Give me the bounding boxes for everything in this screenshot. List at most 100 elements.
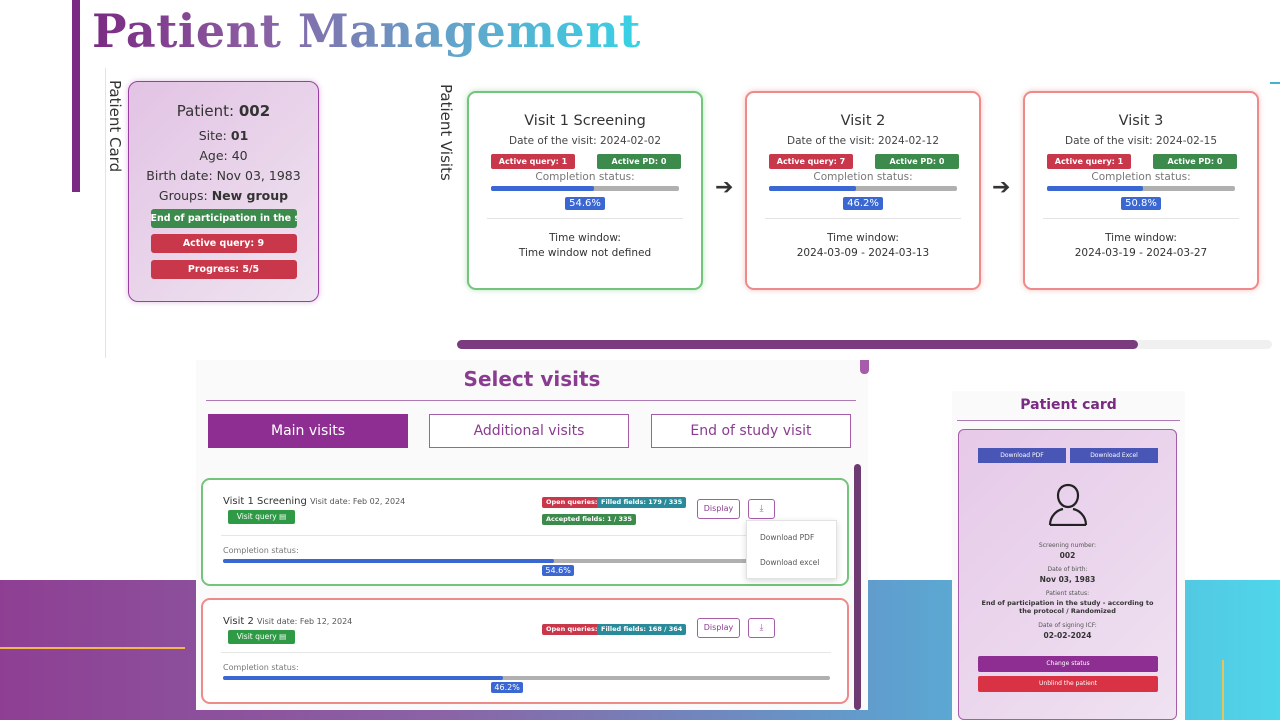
completion-percent: 50.8% bbox=[1121, 197, 1161, 210]
time-window-value: Time window not defined bbox=[518, 247, 652, 259]
select-visits-panel: Select visits Main visits Additional vis… bbox=[196, 360, 868, 710]
time-window-label: Time window: bbox=[1105, 232, 1177, 244]
patient-card-title: Patient card bbox=[1020, 397, 1117, 413]
active-pd-badge[interactable]: Active PD: 0 bbox=[875, 154, 959, 169]
divider bbox=[221, 652, 831, 653]
select-visits-title: Select visits bbox=[463, 367, 601, 391]
completion-percent: 54.6% bbox=[565, 197, 605, 210]
active-query-badge[interactable]: Active query: 1 bbox=[491, 154, 575, 169]
patient-card-panel: Patient card Download PDF Download Excel… bbox=[952, 391, 1185, 720]
visit-query-button[interactable]: Visit query ▤ bbox=[228, 630, 295, 644]
completion-progress bbox=[223, 676, 830, 680]
progress-button[interactable]: Progress: 5/5 bbox=[150, 260, 297, 279]
completion-percent: 46.2% bbox=[843, 197, 883, 210]
visit-query-button[interactable]: Visit query ▤ bbox=[228, 510, 295, 524]
arrow-icon: ➔ bbox=[992, 175, 1011, 200]
divider bbox=[487, 218, 683, 219]
chat-icon: ▤ bbox=[279, 632, 287, 641]
decorative-line bbox=[0, 647, 185, 649]
active-query-button[interactable]: Active query: 9 bbox=[150, 234, 297, 253]
divider bbox=[206, 400, 856, 401]
visit-name: Visit 1 Screening Visit date: Feb 02, 20… bbox=[223, 496, 406, 507]
completion-percent: 54.6% bbox=[542, 565, 574, 576]
accepted-fields-badge: Accepted fields: 1 / 335 bbox=[542, 514, 637, 525]
completion-progress bbox=[223, 559, 830, 563]
accent-bar bbox=[72, 0, 80, 192]
groups: Groups: New group bbox=[158, 188, 289, 203]
divider bbox=[1043, 218, 1239, 219]
active-query-badge[interactable]: Active query: 1 bbox=[1047, 154, 1131, 169]
completion-progress bbox=[769, 186, 957, 191]
patient-card-body: Download PDF Download Excel Screening nu… bbox=[958, 429, 1177, 720]
time-window-label: Time window: bbox=[827, 232, 899, 244]
time-window-value: 2024-03-19 - 2024-03-27 bbox=[1074, 247, 1208, 259]
unblind-patient-button[interactable]: Unblind the patient bbox=[978, 676, 1158, 692]
patient-id: Patient: 002 bbox=[176, 102, 271, 120]
arrow-icon: ➔ bbox=[715, 175, 734, 200]
divider bbox=[221, 535, 831, 536]
time-window-label: Time window: bbox=[549, 232, 621, 244]
display-button[interactable]: Display bbox=[697, 618, 740, 638]
completion-progress-fill bbox=[1047, 186, 1143, 191]
panel-corner bbox=[860, 360, 869, 374]
completion-label: Completion status: bbox=[1091, 171, 1191, 183]
patient-visits-label: Patient Visits bbox=[437, 84, 455, 181]
completion-label: Completion status: bbox=[223, 663, 299, 672]
horizontal-scrollbar-thumb[interactable] bbox=[457, 340, 1138, 349]
patient-card-label: Patient Card bbox=[106, 80, 124, 173]
download-icon[interactable]: ⤓ bbox=[748, 618, 775, 638]
tab-additional-visits[interactable]: Additional visits bbox=[429, 414, 629, 448]
completion-label: Completion status: bbox=[535, 171, 635, 183]
site: Site: 01 bbox=[198, 128, 249, 143]
patient-card: Patient: 002 Site: 01 Age: 40 Birth date… bbox=[128, 81, 319, 302]
birth-date: Birth date: Nov 03, 1983 bbox=[146, 168, 301, 183]
user-icon bbox=[1048, 483, 1088, 526]
screening-number: Screening number: 002 bbox=[1038, 542, 1097, 560]
change-status-button[interactable]: Change status bbox=[978, 656, 1158, 672]
completion-progress-fill bbox=[223, 676, 504, 680]
patient-status: Patient status: End of participation in … bbox=[981, 590, 1154, 615]
active-query-badge[interactable]: Active query: 7 bbox=[769, 154, 853, 169]
visit-title: Visit 2 bbox=[840, 113, 886, 129]
visit-title: Visit 3 bbox=[1118, 113, 1164, 129]
vertical-scrollbar[interactable] bbox=[854, 464, 861, 710]
page-title: Patient Management bbox=[92, 4, 641, 58]
participation-button[interactable]: End of participation in the s... bbox=[150, 209, 297, 228]
date-of-birth: Date of birth: Nov 03, 1983 bbox=[1039, 566, 1096, 584]
completion-progress bbox=[491, 186, 679, 191]
download-pdf-button[interactable]: Download PDF bbox=[978, 448, 1066, 463]
menu-item-download-pdf[interactable]: Download PDF bbox=[760, 533, 815, 542]
active-pd-badge[interactable]: Active PD: 0 bbox=[597, 154, 681, 169]
visit-name: Visit 2 Visit date: Feb 12, 2024 bbox=[223, 616, 353, 627]
divider bbox=[765, 218, 961, 219]
accent-line bbox=[1270, 82, 1280, 84]
display-button[interactable]: Display bbox=[697, 499, 740, 519]
completion-label: Completion status: bbox=[813, 171, 913, 183]
completion-percent: 46.2% bbox=[491, 682, 523, 693]
chat-icon: ▤ bbox=[279, 512, 287, 521]
active-pd-badge[interactable]: Active PD: 0 bbox=[1153, 154, 1237, 169]
completion-progress-fill bbox=[491, 186, 594, 191]
download-menu: Download PDF Download excel bbox=[746, 520, 837, 579]
visit-date: Date of the visit: 2024-02-15 bbox=[1065, 135, 1217, 147]
menu-item-download-excel[interactable]: Download excel bbox=[760, 558, 820, 567]
tab-end-of-study-visit[interactable]: End of study visit bbox=[651, 414, 851, 448]
tab-main-visits[interactable]: Main visits bbox=[208, 414, 408, 448]
download-excel-button[interactable]: Download Excel bbox=[1070, 448, 1158, 463]
divider bbox=[957, 420, 1180, 421]
completion-label: Completion status: bbox=[223, 546, 299, 555]
download-icon[interactable]: ⤓ bbox=[748, 499, 775, 519]
decorative-vline bbox=[1222, 660, 1224, 720]
visit-row: Visit 2 Visit date: Feb 12, 2024 Visit q… bbox=[201, 598, 849, 704]
completion-progress-fill bbox=[223, 559, 555, 563]
divider bbox=[105, 68, 106, 358]
completion-progress bbox=[1047, 186, 1235, 191]
visit-date: Date of the visit: 2024-02-12 bbox=[787, 135, 939, 147]
time-window-value: 2024-03-09 - 2024-03-13 bbox=[796, 247, 930, 259]
completion-progress-fill bbox=[769, 186, 856, 191]
visit-date: Date of the visit: 2024-02-02 bbox=[509, 135, 661, 147]
